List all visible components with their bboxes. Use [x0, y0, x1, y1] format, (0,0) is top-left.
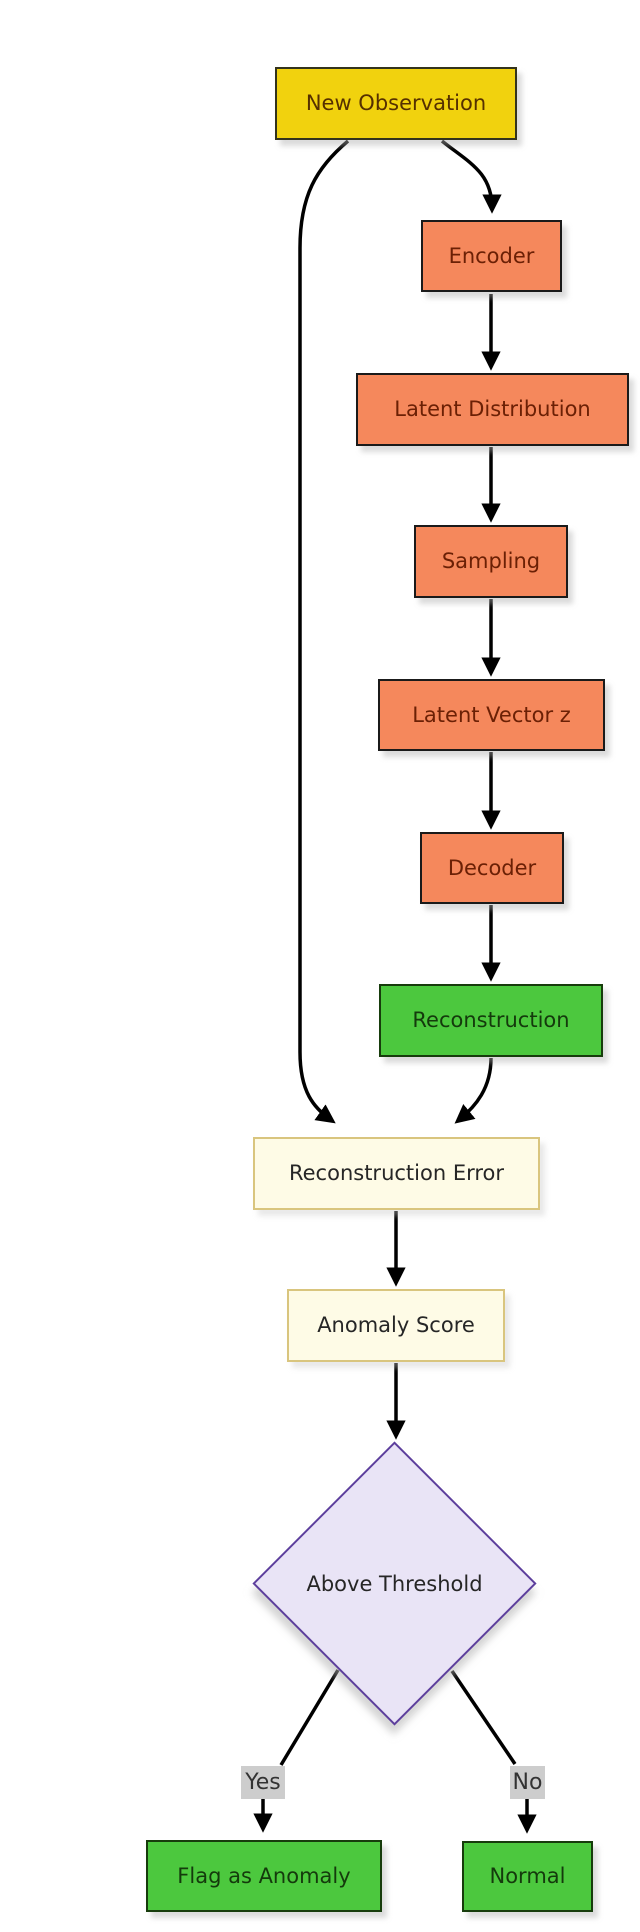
node-normal: Normal: [462, 1841, 593, 1912]
node-encoder: Encoder: [421, 220, 562, 292]
edge-label-no: No: [510, 1766, 545, 1799]
node-sampling: Sampling: [414, 525, 568, 598]
node-anomaly-score-label: Anomaly Score: [317, 1313, 475, 1338]
node-decoder: Decoder: [420, 832, 564, 904]
node-reconstruction-error-label: Reconstruction Error: [288, 1161, 505, 1186]
edge-reconstruction-reconstructionerror: [454, 1057, 493, 1124]
node-above-threshold: Above Threshold: [252, 1441, 537, 1726]
edge-label-no-text: No: [512, 1769, 543, 1795]
node-latent-vector-z-label: Latent Vector z: [412, 702, 571, 727]
edge-newobservation-reconstructionerror: [298, 139, 350, 1124]
edge-abovethreshold-yes-segment: [279, 1669, 340, 1766]
node-decoder-label: Decoder: [447, 855, 537, 880]
node-reconstruction: Reconstruction: [379, 984, 603, 1057]
node-new-observation-label: New Observation: [305, 91, 487, 116]
edge-label-yes-text: Yes: [245, 1769, 281, 1795]
node-flag-as-anomaly: Flag as Anomaly: [146, 1840, 382, 1912]
edge-abovethreshold-no-segment: [450, 1670, 517, 1765]
node-latent-vector-z: Latent Vector z: [378, 679, 605, 751]
node-flag-as-anomaly-label: Flag as Anomaly: [177, 1863, 351, 1888]
node-reconstruction-label: Reconstruction: [412, 1008, 570, 1033]
node-new-observation: New Observation: [275, 67, 517, 140]
node-above-threshold-label: Above Threshold: [306, 1571, 483, 1596]
edge-newobservation-encoder: [440, 139, 502, 214]
node-reconstruction-error: Reconstruction Error: [253, 1137, 540, 1210]
node-latent-distribution-label: Latent Distribution: [394, 397, 591, 422]
node-anomaly-score: Anomaly Score: [287, 1289, 505, 1362]
node-sampling-label: Sampling: [441, 549, 541, 574]
node-normal-label: Normal: [489, 1864, 566, 1889]
node-encoder-label: Encoder: [448, 243, 535, 268]
node-latent-distribution: Latent Distribution: [356, 373, 629, 446]
edge-label-yes: Yes: [241, 1766, 285, 1799]
